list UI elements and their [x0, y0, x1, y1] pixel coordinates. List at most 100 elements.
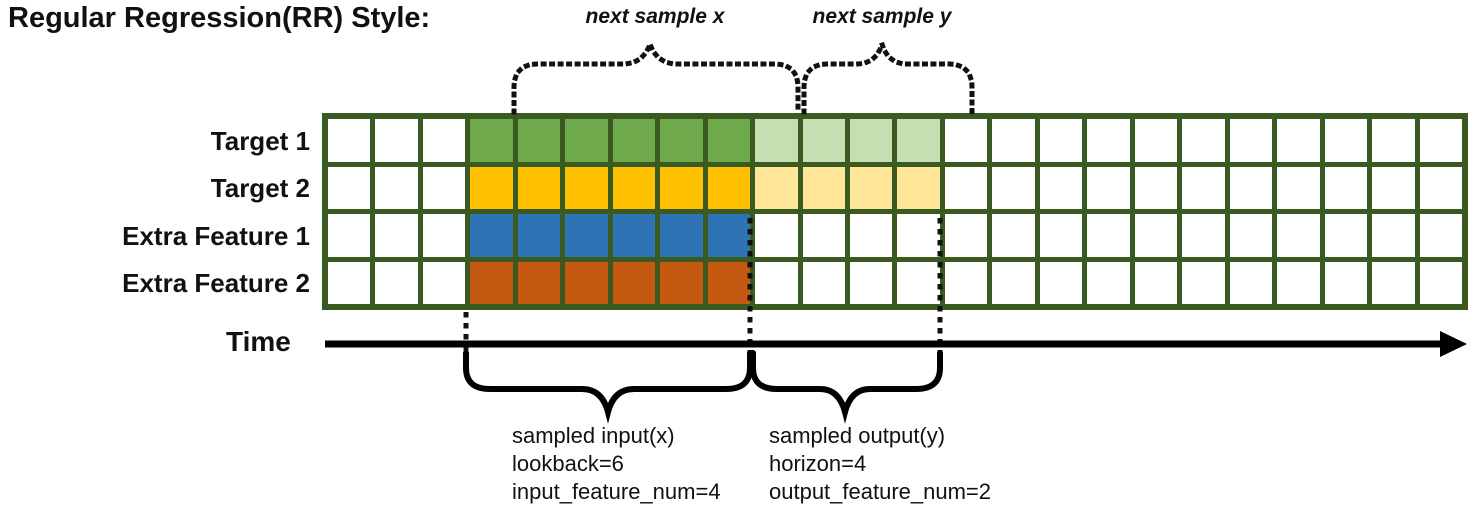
next-sample-y-label: next sample y [812, 5, 952, 28]
grid-cell [1277, 214, 1320, 257]
grid-cell [1182, 214, 1225, 257]
grid-cell [660, 214, 703, 257]
grid-cell [707, 214, 751, 257]
grid-cell [328, 261, 371, 304]
grid-cell [897, 214, 940, 257]
grid-cell [1277, 119, 1320, 162]
grid-cell [944, 119, 988, 162]
grid-cell [802, 119, 846, 162]
grid-cell [422, 214, 466, 257]
grid-cell [1182, 119, 1225, 162]
next-sample-x-label: next sample x [585, 5, 725, 28]
output-feature-num-line: output_feature_num=2 [769, 479, 992, 504]
grid-cell [565, 261, 608, 304]
grid-cell [850, 214, 893, 257]
grid-cell [1134, 214, 1178, 257]
grid-cell [1087, 261, 1130, 304]
grid-cell [755, 261, 798, 304]
grid-cell [802, 166, 846, 209]
grid-cell [992, 214, 1035, 257]
grid-cell [897, 119, 940, 162]
grid-cell [1087, 166, 1130, 209]
grid-cell [517, 166, 561, 209]
grid-cell [1419, 119, 1462, 162]
grid-cell [565, 214, 608, 257]
sampled-input-annotation: sampled input(x) lookback=6 input_featur… [512, 422, 721, 506]
grid-cell [470, 166, 513, 209]
grid-cell [1182, 166, 1225, 209]
grid-cell [565, 119, 608, 162]
grid-cell [802, 261, 846, 304]
grid-cell [375, 214, 418, 257]
grid-cell [328, 119, 371, 162]
row-label-extra-feature-1: Extra Feature 1 [122, 221, 310, 251]
grid-cell [1229, 214, 1273, 257]
diagram-title: Regular Regression(RR) Style: [8, 2, 431, 34]
grid-cell [565, 166, 608, 209]
grid-cell [707, 119, 751, 162]
grid-cell [944, 214, 988, 257]
grid-cell [1372, 261, 1415, 304]
horizon-line: horizon=4 [769, 451, 867, 476]
grid-cell [422, 119, 466, 162]
grid-cell [1134, 119, 1178, 162]
grid-cell [802, 214, 846, 257]
grid-cell [1372, 119, 1415, 162]
grid-cell [422, 166, 466, 209]
grid-cell [1419, 214, 1462, 257]
grid-cell [1324, 214, 1368, 257]
grid-cell [992, 119, 1035, 162]
grid-cell [1134, 261, 1178, 304]
grid-cell [1419, 261, 1462, 304]
lookback-line: lookback=6 [512, 451, 624, 476]
grid-cell [1277, 261, 1320, 304]
grid-cell [1229, 166, 1273, 209]
grid-cell [1039, 261, 1083, 304]
grid-cell [375, 261, 418, 304]
time-axis-label: Time [226, 326, 291, 357]
grid-cell [517, 261, 561, 304]
grid-cell [850, 166, 893, 209]
next-sample-y-brace [801, 35, 975, 115]
grid-cell [992, 261, 1035, 304]
grid-cell [944, 261, 988, 304]
grid-cell [897, 166, 940, 209]
grid-cell [612, 214, 656, 257]
grid-cell [1324, 261, 1368, 304]
sampled-output-line: sampled output(y) [769, 423, 946, 448]
grid-cell [1324, 119, 1368, 162]
input-feature-num-line: input_feature_num=4 [512, 479, 721, 504]
grid-cell [755, 214, 798, 257]
sample-grid [322, 113, 1468, 310]
grid-cell [992, 166, 1035, 209]
grid-cell [1087, 214, 1130, 257]
grid-cell [1372, 166, 1415, 209]
grid-cell [1039, 119, 1083, 162]
sampled-output-underbrace [750, 350, 943, 424]
grid-cell [612, 166, 656, 209]
grid-cell [328, 214, 371, 257]
grid-cell [470, 119, 513, 162]
grid-cell [1087, 119, 1130, 162]
grid-cell [707, 261, 751, 304]
grid-cell [375, 166, 418, 209]
grid-cell [1419, 166, 1462, 209]
grid-cell [612, 261, 656, 304]
grid-cell [1277, 166, 1320, 209]
grid-cell [755, 119, 798, 162]
grid-cell [1229, 261, 1273, 304]
sampled-input-underbrace [463, 350, 753, 424]
grid-cell [422, 261, 466, 304]
grid-cell [375, 119, 418, 162]
sampled-input-line: sampled input(x) [512, 423, 675, 448]
grid-cell [517, 119, 561, 162]
sampled-output-annotation: sampled output(y) horizon=4 output_featu… [769, 422, 991, 506]
time-axis-arrowhead-icon [1440, 331, 1467, 357]
grid-cell [328, 166, 371, 209]
grid-cell [1372, 214, 1415, 257]
grid-cell [850, 261, 893, 304]
grid-cell [470, 261, 513, 304]
next-sample-x-brace [511, 36, 801, 115]
grid-cell [755, 166, 798, 209]
